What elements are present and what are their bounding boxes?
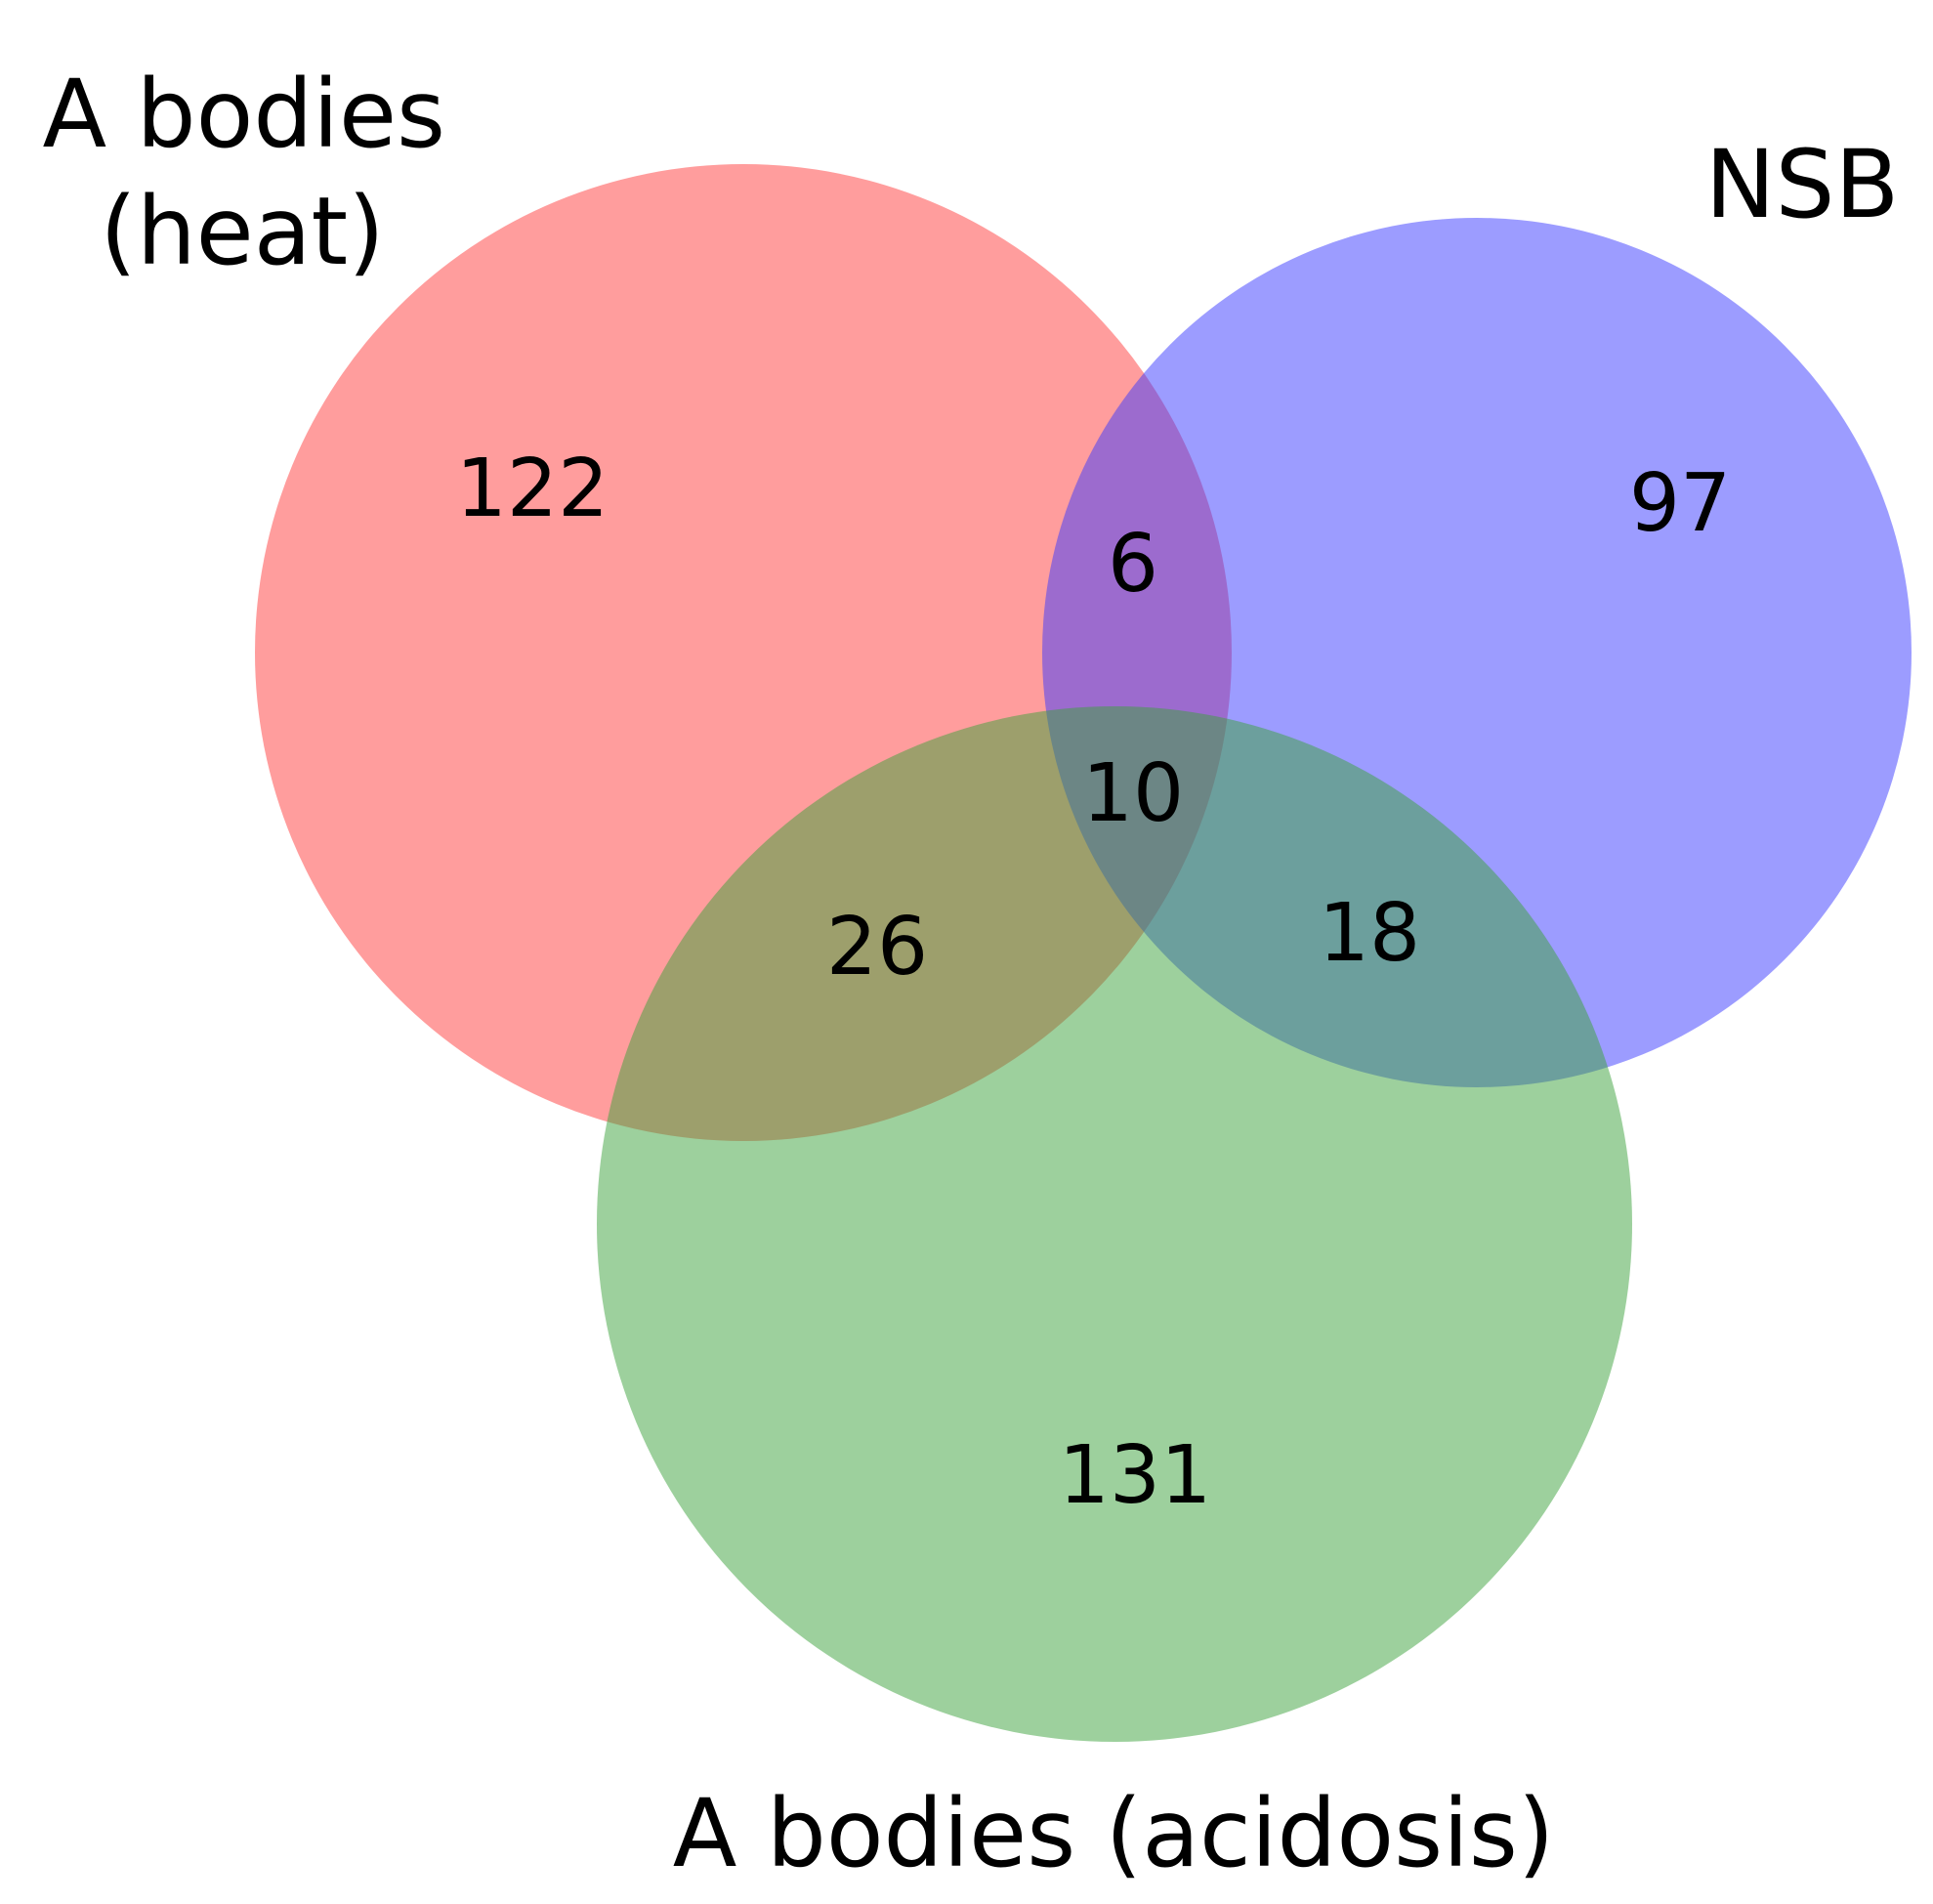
count-nsb-acidosis: 18 [1319, 887, 1420, 980]
region-counts: 122 97 6 10 26 18 131 [456, 443, 1731, 1522]
label-heat: A bodies (heat) [42, 60, 475, 286]
label-nsb: NSB [1705, 130, 1900, 239]
count-heat-acidosis: 26 [826, 901, 928, 994]
set-labels: A bodies (heat) NSB A bodies (acidosis) [42, 60, 1899, 1888]
count-heat-only: 122 [456, 443, 609, 535]
count-all-three: 10 [1082, 747, 1184, 840]
label-heat-line-1: A bodies [42, 60, 445, 169]
label-acidosis: A bodies (acidosis) [673, 1779, 1555, 1888]
count-acidosis-only: 131 [1059, 1429, 1212, 1522]
circles [255, 164, 1912, 1742]
circle-acidosis [597, 706, 1632, 1742]
label-heat-line-2: (heat) [100, 177, 384, 286]
count-nsb-only: 97 [1629, 457, 1731, 550]
count-heat-nsb: 6 [1108, 518, 1158, 611]
